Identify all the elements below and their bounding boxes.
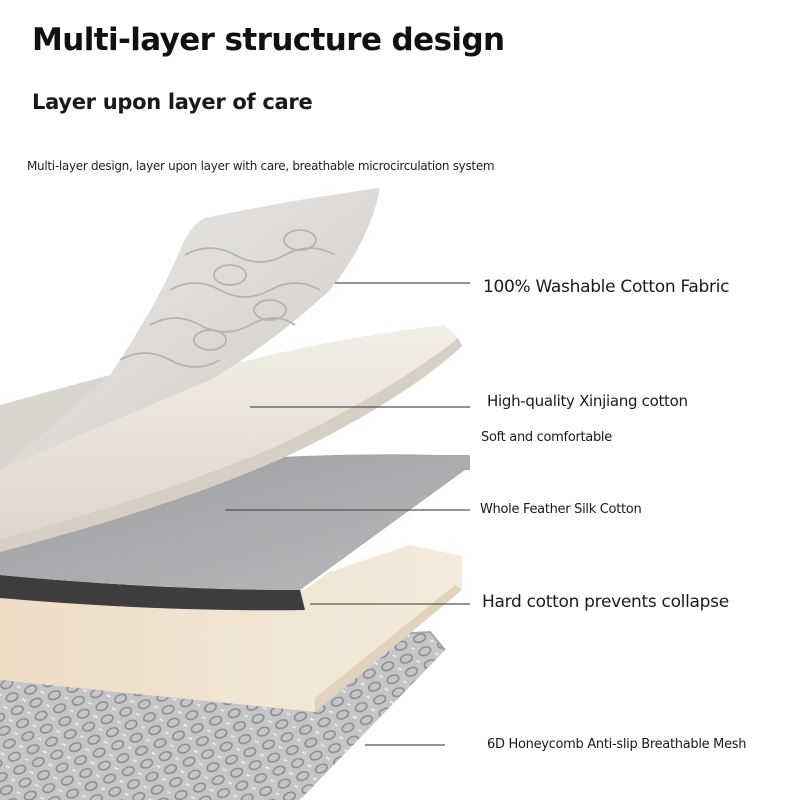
page-subtitle: Layer upon layer of care bbox=[32, 90, 313, 114]
label-xinjiang-cotton: High-quality Xinjiang cotton bbox=[487, 392, 688, 410]
label-hard-cotton: Hard cotton prevents collapse bbox=[482, 592, 729, 612]
page-title: Multi-layer structure design bbox=[32, 22, 505, 58]
label-honeycomb-mesh: 6D Honeycomb Anti-slip Breathable Mesh bbox=[487, 737, 747, 752]
label-soft-comfortable: Soft and comfortable bbox=[481, 430, 612, 445]
page-description: Multi-layer design, layer upon layer wit… bbox=[27, 159, 495, 173]
label-washable-cotton-fabric: 100% Washable Cotton Fabric bbox=[483, 277, 730, 297]
label-feather-silk-cotton: Whole Feather Silk Cotton bbox=[480, 502, 642, 517]
dark-core-strip bbox=[0, 575, 305, 611]
leader-lines bbox=[225, 282, 470, 746]
xinjiang-cotton-layer bbox=[0, 325, 462, 552]
quilted-fabric-layer bbox=[0, 188, 380, 470]
hard-cotton-layer bbox=[0, 545, 462, 712]
